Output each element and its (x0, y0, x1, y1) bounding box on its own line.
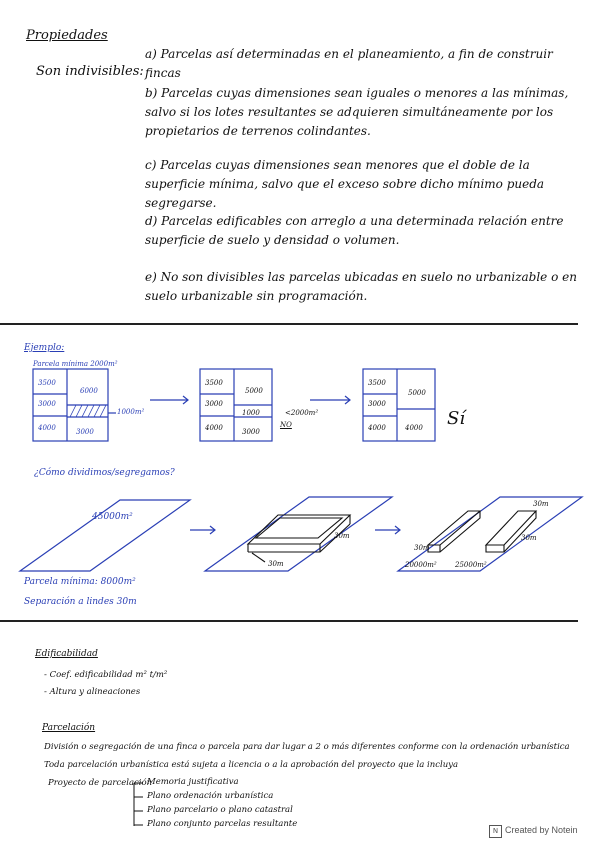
project-label: Proyecto de parcelación (48, 778, 153, 788)
project-item-2: Plano ordenación urbanística (147, 791, 274, 801)
edificabilidad-item-1: - Coef. edificabilidad m² t/m² (44, 670, 168, 680)
grid1-cell-3000b: 3000 (76, 428, 94, 436)
example-label: Ejemplo: (24, 343, 65, 353)
grid3-cell-3500: 3500 (368, 379, 386, 387)
grid2-cell-3000b: 3000 (242, 428, 260, 436)
question-label: ¿Cómo dividimos/segregamos? (34, 468, 175, 478)
edificabilidad-title: Edificabilidad (35, 649, 98, 659)
grid3-verdict-yes: Sí (447, 408, 466, 429)
divider-top (0, 323, 578, 325)
grid3-cell-3000: 3000 (368, 400, 386, 408)
list-item-c: c) Parcelas cuyas dimensiones sean menor… (145, 158, 545, 210)
dim-label-3: 30m (533, 500, 549, 508)
grid1-cell-6000: 6000 (80, 387, 98, 395)
grid1-leftover: 1000m² (117, 408, 145, 416)
notein-logo: N (489, 825, 502, 838)
min-area-note: Parcela mínima: 8000m² (24, 577, 136, 587)
dim-label-1: 30m (334, 532, 350, 540)
separation-note: Separación a lindes 30m (24, 597, 137, 607)
grid2-cell-5000: 5000 (245, 387, 263, 395)
parcelacion-line-2: Toda parcelación urbanística está sujeta… (44, 760, 459, 770)
grid1-cell-4000: 4000 (38, 424, 56, 432)
grid2-cell-3500: 3500 (205, 379, 223, 387)
grid2-verdict-no: NO (280, 421, 292, 429)
grid1-cell-3000: 3000 (38, 400, 56, 408)
project-item-1: Memoria justificativa (147, 777, 239, 787)
section-subtitle: Son indivisibles: (36, 64, 144, 79)
area-label: 45000m² (92, 512, 133, 522)
grid3-cell-4000: 4000 (368, 424, 386, 432)
project-item-3: Plano parcelario o plano catastral (147, 805, 293, 815)
grid2-cell-1000: 1000 (242, 409, 260, 417)
list-item-b: b) Parcelas cuyas dimensiones sean igual… (145, 86, 569, 138)
grid2-cell-4000: 4000 (205, 424, 223, 432)
grid1-cell-3500: 3500 (38, 379, 56, 387)
section-title-propiedades: Propiedades (26, 28, 108, 43)
list-item-d: d) Parcelas edificables con arreglo a un… (145, 214, 564, 247)
grid2-cell-3000: 3000 (205, 400, 223, 408)
footer-brand: Created by Notein (505, 825, 578, 835)
grid3-cell-5000: 5000 (408, 389, 426, 397)
grid2-leftover: <2000m² (285, 409, 319, 417)
parcelacion-line-1: División o segregación de una finca o pa… (44, 742, 570, 752)
area-b-label: 25000m² (455, 561, 487, 569)
dim-label-4: 30m (414, 544, 430, 552)
list-item-e: e) No son divisibles las parcelas ubicad… (145, 270, 577, 303)
project-item-4: Plano conjunto parcelas resultante (147, 819, 298, 829)
divider-bottom (0, 620, 578, 622)
edificabilidad-item-2: - Altura y alineaciones (44, 687, 141, 697)
list-item-a: a) Parcelas así determinadas en el plane… (145, 47, 553, 80)
min-parcel-label: Parcela mínima 2000m² (33, 360, 118, 368)
grid3-cell-4000b: 4000 (405, 424, 423, 432)
parcelacion-title: Parcelación (42, 723, 96, 733)
dim-label-5: 30m (521, 534, 537, 542)
dim-label-2: 30m (268, 560, 284, 568)
area-a-label: 20000m² (405, 561, 437, 569)
